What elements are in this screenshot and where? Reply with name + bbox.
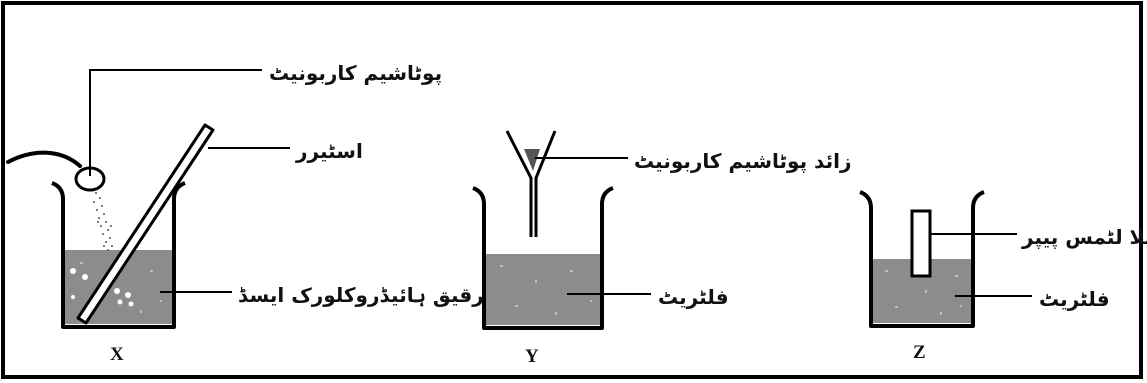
beaker-x-group: پوٹاشیم کاربونیٹ اسٹیرر رقیق ہائیڈروکلور… — [6, 61, 484, 365]
leader-potassium-carbonate — [89, 69, 262, 176]
beaker-z-group: نیلا لٹمس پیپر فلٹریٹ Z — [859, 190, 1147, 363]
beaker-z-outline — [859, 190, 985, 328]
beaker-y-liquid — [485, 254, 601, 325]
label-stirrer: اسٹیرر — [295, 139, 363, 163]
label-blue-litmus-paper: نیلا لٹمس پیپر — [1021, 225, 1147, 250]
funnel-residue — [524, 149, 540, 171]
caption-x: X — [110, 344, 124, 365]
stirrer-rod — [76, 123, 215, 325]
powder-stream — [93, 192, 113, 251]
beaker-y-outline — [472, 186, 614, 330]
litmus-paper — [910, 209, 932, 278]
label-dilute-hcl: رقیق ہائیڈروکلورک ایسڈ — [238, 283, 484, 307]
beaker-y-liquid-speckle — [500, 265, 592, 315]
caption-y: Y — [525, 346, 539, 367]
label-filtrate-z: فلٹریٹ — [1039, 287, 1110, 311]
beaker-y-group: زائد پوٹاشیم کاربونیٹ فلٹریٹ Y — [472, 130, 852, 367]
label-potassium-carbonate: پوٹاشیم کاربونیٹ — [269, 61, 442, 86]
label-excess-potassium-carbonate: زائد پوٹاشیم کاربونیٹ — [634, 149, 852, 174]
spoon-handle — [6, 150, 82, 168]
filter-funnel — [505, 130, 557, 237]
caption-z: Z — [913, 342, 926, 363]
label-filtrate-y: فلٹریٹ — [658, 285, 729, 309]
beaker-x-outline — [51, 181, 186, 329]
beaker-z-liquid-speckle — [885, 270, 962, 315]
